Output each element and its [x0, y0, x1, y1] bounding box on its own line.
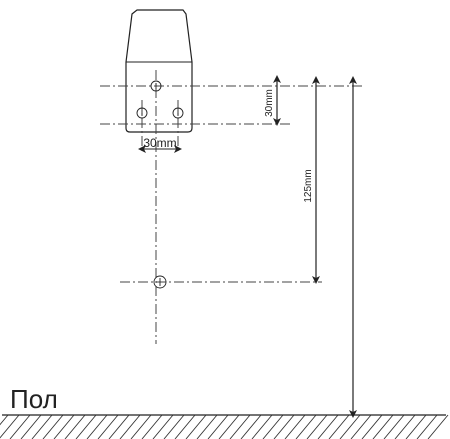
hatch-line	[240, 414, 262, 439]
hatch-line	[185, 414, 207, 439]
hatch-line	[416, 414, 438, 439]
hatch-line	[130, 414, 152, 439]
hatch-line	[163, 414, 185, 439]
dimension-125mm-label: 125mm	[303, 169, 314, 202]
hatch-line	[86, 414, 108, 439]
hatch-line	[42, 414, 64, 439]
dimension-horizontal-30mm: 30mm	[138, 136, 182, 153]
hatch-line	[119, 414, 141, 439]
floor-hatching	[0, 414, 449, 439]
hatch-line	[405, 414, 427, 439]
right-hole	[172, 107, 184, 119]
hatch-line	[262, 414, 284, 439]
hatch-line	[251, 414, 273, 439]
dimension-horizontal-label: 30mm	[143, 136, 176, 150]
hatch-line	[75, 414, 97, 439]
hatch-line	[108, 414, 130, 439]
hatch-line	[295, 414, 317, 439]
hatch-line	[64, 414, 86, 439]
hatch-line	[20, 414, 42, 439]
left-hole	[136, 107, 148, 119]
dimension-125mm: 125mm	[303, 76, 320, 284]
hatch-line	[328, 414, 350, 439]
hatch-line	[141, 414, 163, 439]
hatch-line	[97, 414, 119, 439]
top-hole	[150, 80, 162, 92]
hatch-line	[196, 414, 218, 439]
hatch-line	[218, 414, 240, 439]
hatch-line	[0, 414, 9, 426]
hatch-line	[372, 414, 394, 439]
floor-label: Пол	[10, 384, 58, 414]
dimension-vertical-30mm: 30mm	[264, 75, 281, 126]
hatch-line	[9, 414, 31, 439]
hatch-line	[152, 414, 174, 439]
hatch-line	[0, 414, 20, 439]
hatch-line	[174, 414, 196, 439]
hatch-line	[317, 414, 339, 439]
hatch-line	[339, 414, 361, 439]
hatch-line	[350, 414, 372, 439]
hatch-line	[306, 414, 328, 439]
hatch-line	[383, 414, 405, 439]
lower-hole	[153, 275, 167, 289]
hatch-line	[361, 414, 383, 439]
device-body	[125, 9, 193, 133]
hatch-line	[31, 414, 53, 439]
hatch-line	[273, 414, 295, 439]
dimension-vertical-label: 30mm	[264, 89, 275, 117]
hatch-line	[427, 414, 449, 439]
hatch-line	[207, 414, 229, 439]
hatch-line	[284, 414, 306, 439]
hatch-line	[394, 414, 416, 439]
hatch-line	[53, 414, 75, 439]
hatch-line	[229, 414, 251, 439]
